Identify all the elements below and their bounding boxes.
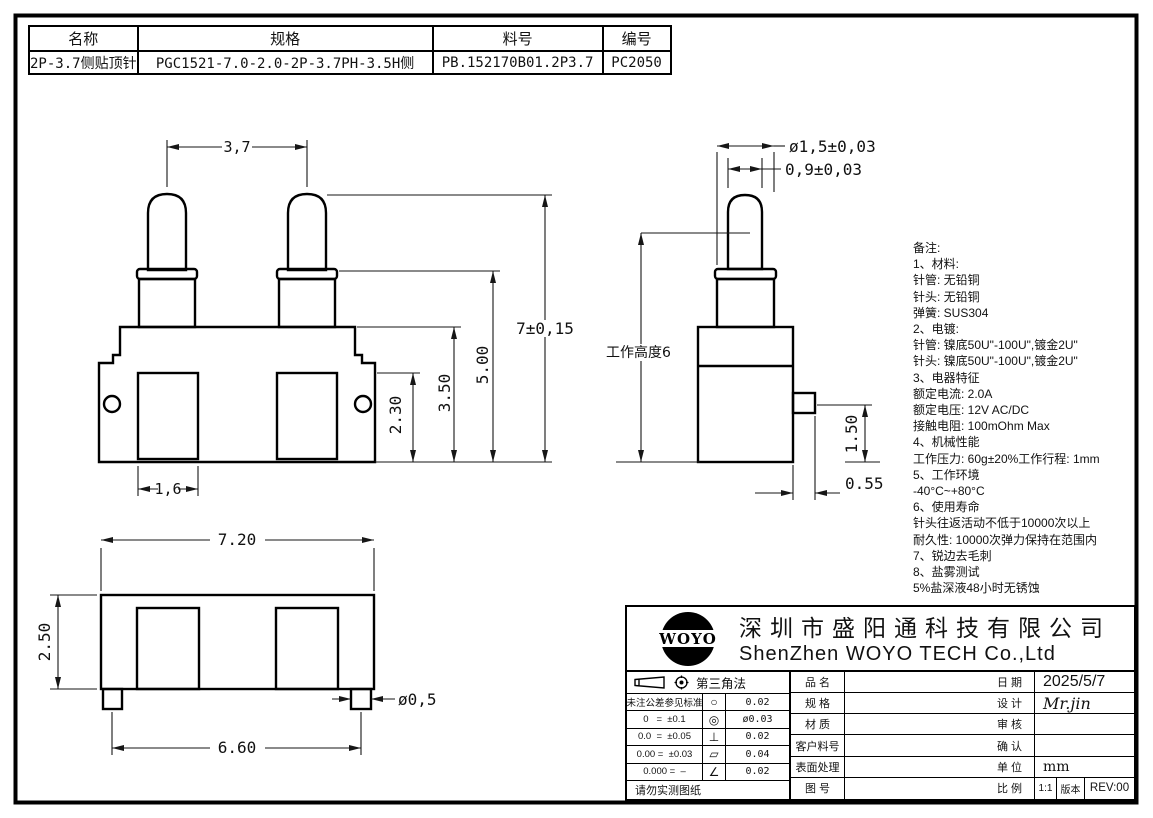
projection-header: 第三角法 xyxy=(627,672,789,694)
version-label: 版本 xyxy=(1057,777,1085,799)
cone-projection-icon xyxy=(634,676,665,689)
dim-base-depth: 2.50 xyxy=(35,623,54,662)
spec-header-partno: 料号 xyxy=(431,25,604,52)
circularity-value: 0.02 xyxy=(726,694,789,712)
concentricity-icon: ◎ xyxy=(703,711,726,729)
sheet-frame xyxy=(13,13,1139,805)
dim-tab-offset: 0.55 xyxy=(845,474,884,493)
version-value: REV:00 xyxy=(1089,782,1130,795)
company-names: 深圳市盛阳通科技有限公司 ShenZhen WOYO TECH Co.,Ltd xyxy=(739,609,1111,666)
spec-value-row: 2P-3.7侧贴顶针 PGC1521-7.0-2.0-2P-3.7PH-3.5H… xyxy=(28,50,672,75)
tolerance-note: 未注公差参见标准 xyxy=(627,694,703,712)
meta-values: 2025/5/7 Mr.jin mm 1:1 版本 REV:00 xyxy=(1035,672,1134,799)
dim-window-width: 1,6 xyxy=(154,480,181,498)
side-view: ø1,5±0,03 0,9±0,03 工作高度6 1.50 0.55 xyxy=(603,137,884,500)
field-value-drawingno xyxy=(845,778,985,799)
dim-height-5-00: 5.00 xyxy=(473,346,492,385)
tolerance-table: 第三角法 未注公差参见标准 ○ 0.02 0 = ±0.1 ◎ ø0.03 0.… xyxy=(627,672,791,799)
perpendicularity-icon: ⊥ xyxy=(703,728,726,747)
dim-height-2-30: 2.30 xyxy=(386,396,405,435)
meta-label-designer: 设 计 xyxy=(985,693,1035,715)
bottom-view: 7.20 2.50 6.60 ø0,5 xyxy=(35,530,437,757)
dim-base-width: 7.20 xyxy=(218,530,257,549)
remarks-notes: 备注: 1、材料: 针管: 无铅铜 针头: 无铅铜 弹簧: SUS304 2、电… xyxy=(913,241,1100,596)
meta-value-designer: Mr.jin xyxy=(1035,693,1134,715)
perpendicularity-value: 0.02 xyxy=(726,729,789,747)
field-label-material: 材 质 xyxy=(791,714,845,736)
dim-tube-diameter: ø1,5±0,03 xyxy=(789,137,876,156)
meta-label-scale: 比 例 xyxy=(985,777,1035,799)
flatness-icon: ▱ xyxy=(703,746,726,764)
field-label-spec: 规 格 xyxy=(791,693,845,715)
spec-header-spec: 规格 xyxy=(136,25,434,52)
dim-feet-pitch: 6.60 xyxy=(218,738,257,757)
meta-labels: 日 期 设 计 审 核 确 认 单 位 比 例 xyxy=(985,672,1035,799)
meta-value-scale: 1:1 xyxy=(1035,777,1057,799)
flatness-value: 0.04 xyxy=(726,746,789,764)
spec-header-row: 名称 规格 料号 编号 xyxy=(28,25,672,52)
woyo-logo-icon: WOYO xyxy=(659,612,717,666)
meta-value-unit: mm xyxy=(1035,757,1134,778)
spec-value-partno: PB.152170B01.2P3.7 xyxy=(431,50,604,75)
spec-table: 名称 规格 料号 编号 2P-3.7侧贴顶针 PGC1521-7.0-2.0-2… xyxy=(28,25,672,75)
title-block: WOYO 深圳市盛阳通科技有限公司 ShenZhen WOYO TECH Co.… xyxy=(625,605,1136,801)
field-value-spec xyxy=(845,693,985,715)
company-name-cn: 深圳市盛阳通科技有限公司 xyxy=(739,615,1111,641)
angularity-icon: ∠ xyxy=(703,763,726,781)
angularity-value: 0.02 xyxy=(726,764,789,781)
dim-pin-pitch: 3,7 xyxy=(223,138,250,156)
target-projection-icon xyxy=(674,675,689,690)
dim-height-3-50: 3.50 xyxy=(435,374,454,413)
dim-tab-height: 1.50 xyxy=(842,415,861,454)
meta-label-unit: 单 位 xyxy=(985,756,1035,778)
spec-value-spec: PGC1521-7.0-2.0-2P-3.7PH-3.5H侧 xyxy=(136,50,434,75)
circularity-icon: ○ xyxy=(703,694,726,712)
field-labels: 品 名 规 格 材 质 客户料号 表面处理 图 号 xyxy=(791,672,845,799)
tolerance-row-2: 0.0 = ±0.05 xyxy=(627,728,703,747)
meta-value-approver xyxy=(1035,735,1134,757)
meta-value-checker xyxy=(1035,714,1134,736)
meta-value-date: 2025/5/7 xyxy=(1035,672,1134,694)
dim-total-height: 7±0,15 xyxy=(516,319,574,338)
concentricity-value: ø0.03 xyxy=(726,711,789,729)
company-name-en: ShenZhen WOYO TECH Co.,Ltd xyxy=(739,643,1056,665)
tolerance-row-1: 0 = ±0.1 xyxy=(627,711,703,729)
company-band: WOYO 深圳市盛阳通科技有限公司 ShenZhen WOYO TECH Co.… xyxy=(627,607,1134,672)
field-values xyxy=(845,672,985,799)
spec-value-code: PC2050 xyxy=(601,50,672,75)
meta-label-date: 日 期 xyxy=(985,672,1035,694)
spec-header-name: 名称 xyxy=(28,25,139,52)
scale-version-row: 1:1 版本 REV:00 xyxy=(1035,777,1134,799)
field-value-customer xyxy=(845,735,985,757)
spec-value-name: 2P-3.7侧贴顶针 xyxy=(28,50,139,75)
field-label-drawingno: 图 号 xyxy=(791,777,845,799)
field-value-material xyxy=(845,714,985,736)
tolerance-row-3: 0.00 = ±0.03 xyxy=(627,746,703,764)
meta-label-approver: 确 认 xyxy=(985,735,1035,757)
field-label-surface: 表面处理 xyxy=(791,756,845,778)
spec-header-code: 编号 xyxy=(601,25,672,52)
dim-plunger-diameter: 0,9±0,03 xyxy=(785,160,862,179)
dim-foot-diameter: ø0,5 xyxy=(398,690,437,709)
field-label-product: 品 名 xyxy=(791,672,845,694)
field-value-surface xyxy=(845,757,985,778)
field-value-product xyxy=(845,672,985,694)
title-block-lower: 第三角法 未注公差参见标准 ○ 0.02 0 = ±0.1 ◎ ø0.03 0.… xyxy=(627,672,1134,799)
field-label-customer: 客户料号 xyxy=(791,735,845,757)
logo-text: WOYO xyxy=(659,630,717,648)
tolerance-row-4: 0.000 = – xyxy=(627,763,703,781)
front-view: 3,7 1,6 2.30 3.50 5.00 7±0,15 xyxy=(97,138,580,498)
projection-label: 第三角法 xyxy=(696,677,747,691)
meta-label-checker: 审 核 xyxy=(985,714,1035,736)
working-height-label: 工作高度6 xyxy=(606,344,671,361)
no-measure-note: 请勿实测图纸 xyxy=(635,784,701,797)
